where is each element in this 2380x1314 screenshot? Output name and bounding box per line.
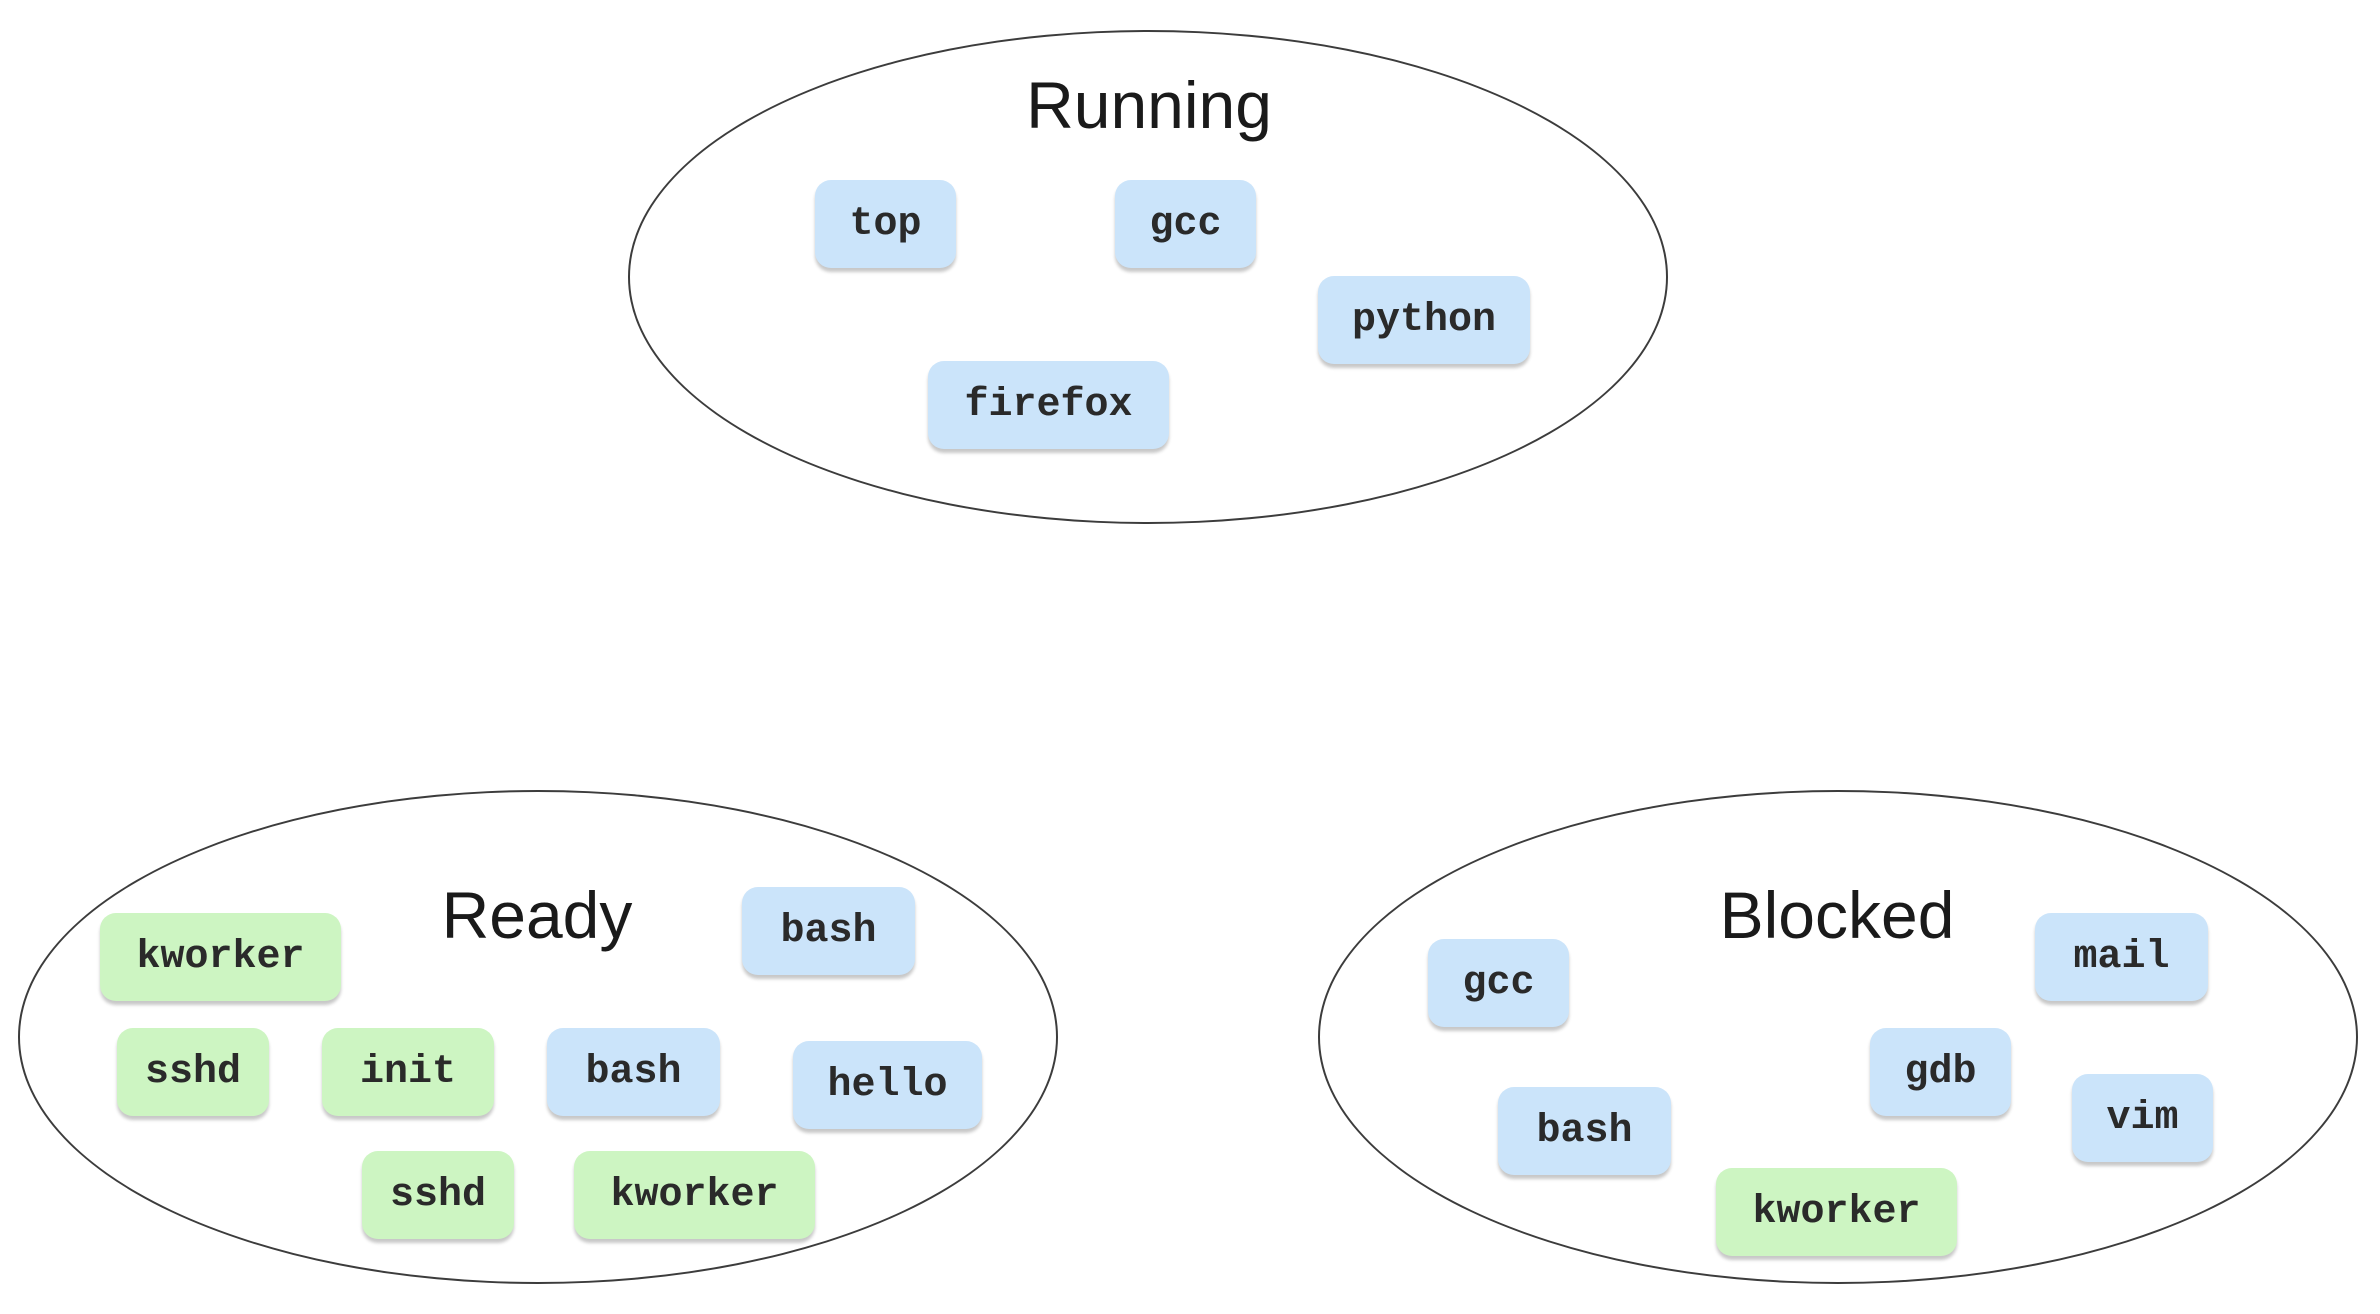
ready-state-ellipse <box>18 790 1058 1284</box>
process-box-kworker: kworker <box>574 1151 815 1239</box>
process-box-hello: hello <box>793 1041 982 1129</box>
process-box-vim: vim <box>2072 1074 2213 1162</box>
process-box-mail: mail <box>2035 913 2208 1001</box>
process-box-gdb: gdb <box>1870 1028 2011 1116</box>
process-box-init: init <box>322 1028 494 1116</box>
process-box-bash: bash <box>742 887 915 975</box>
running-state-title: Running <box>1026 68 1272 142</box>
running-state-ellipse <box>628 30 1668 524</box>
blocked-state-title: Blocked <box>1719 878 1955 952</box>
process-box-kworker: kworker <box>100 913 341 1001</box>
process-box-firefox: firefox <box>928 361 1169 449</box>
blocked-state-ellipse <box>1318 790 2358 1284</box>
process-box-sshd: sshd <box>362 1151 514 1239</box>
process-box-bash: bash <box>1498 1087 1671 1175</box>
process-box-kworker: kworker <box>1716 1168 1957 1256</box>
process-box-top: top <box>815 180 956 268</box>
process-box-bash: bash <box>547 1028 720 1116</box>
ready-state-title: Ready <box>441 878 633 952</box>
process-box-gcc: gcc <box>1428 939 1569 1027</box>
process-box-python: python <box>1318 276 1530 364</box>
process-box-gcc: gcc <box>1115 180 1256 268</box>
process-box-sshd: sshd <box>117 1028 269 1116</box>
